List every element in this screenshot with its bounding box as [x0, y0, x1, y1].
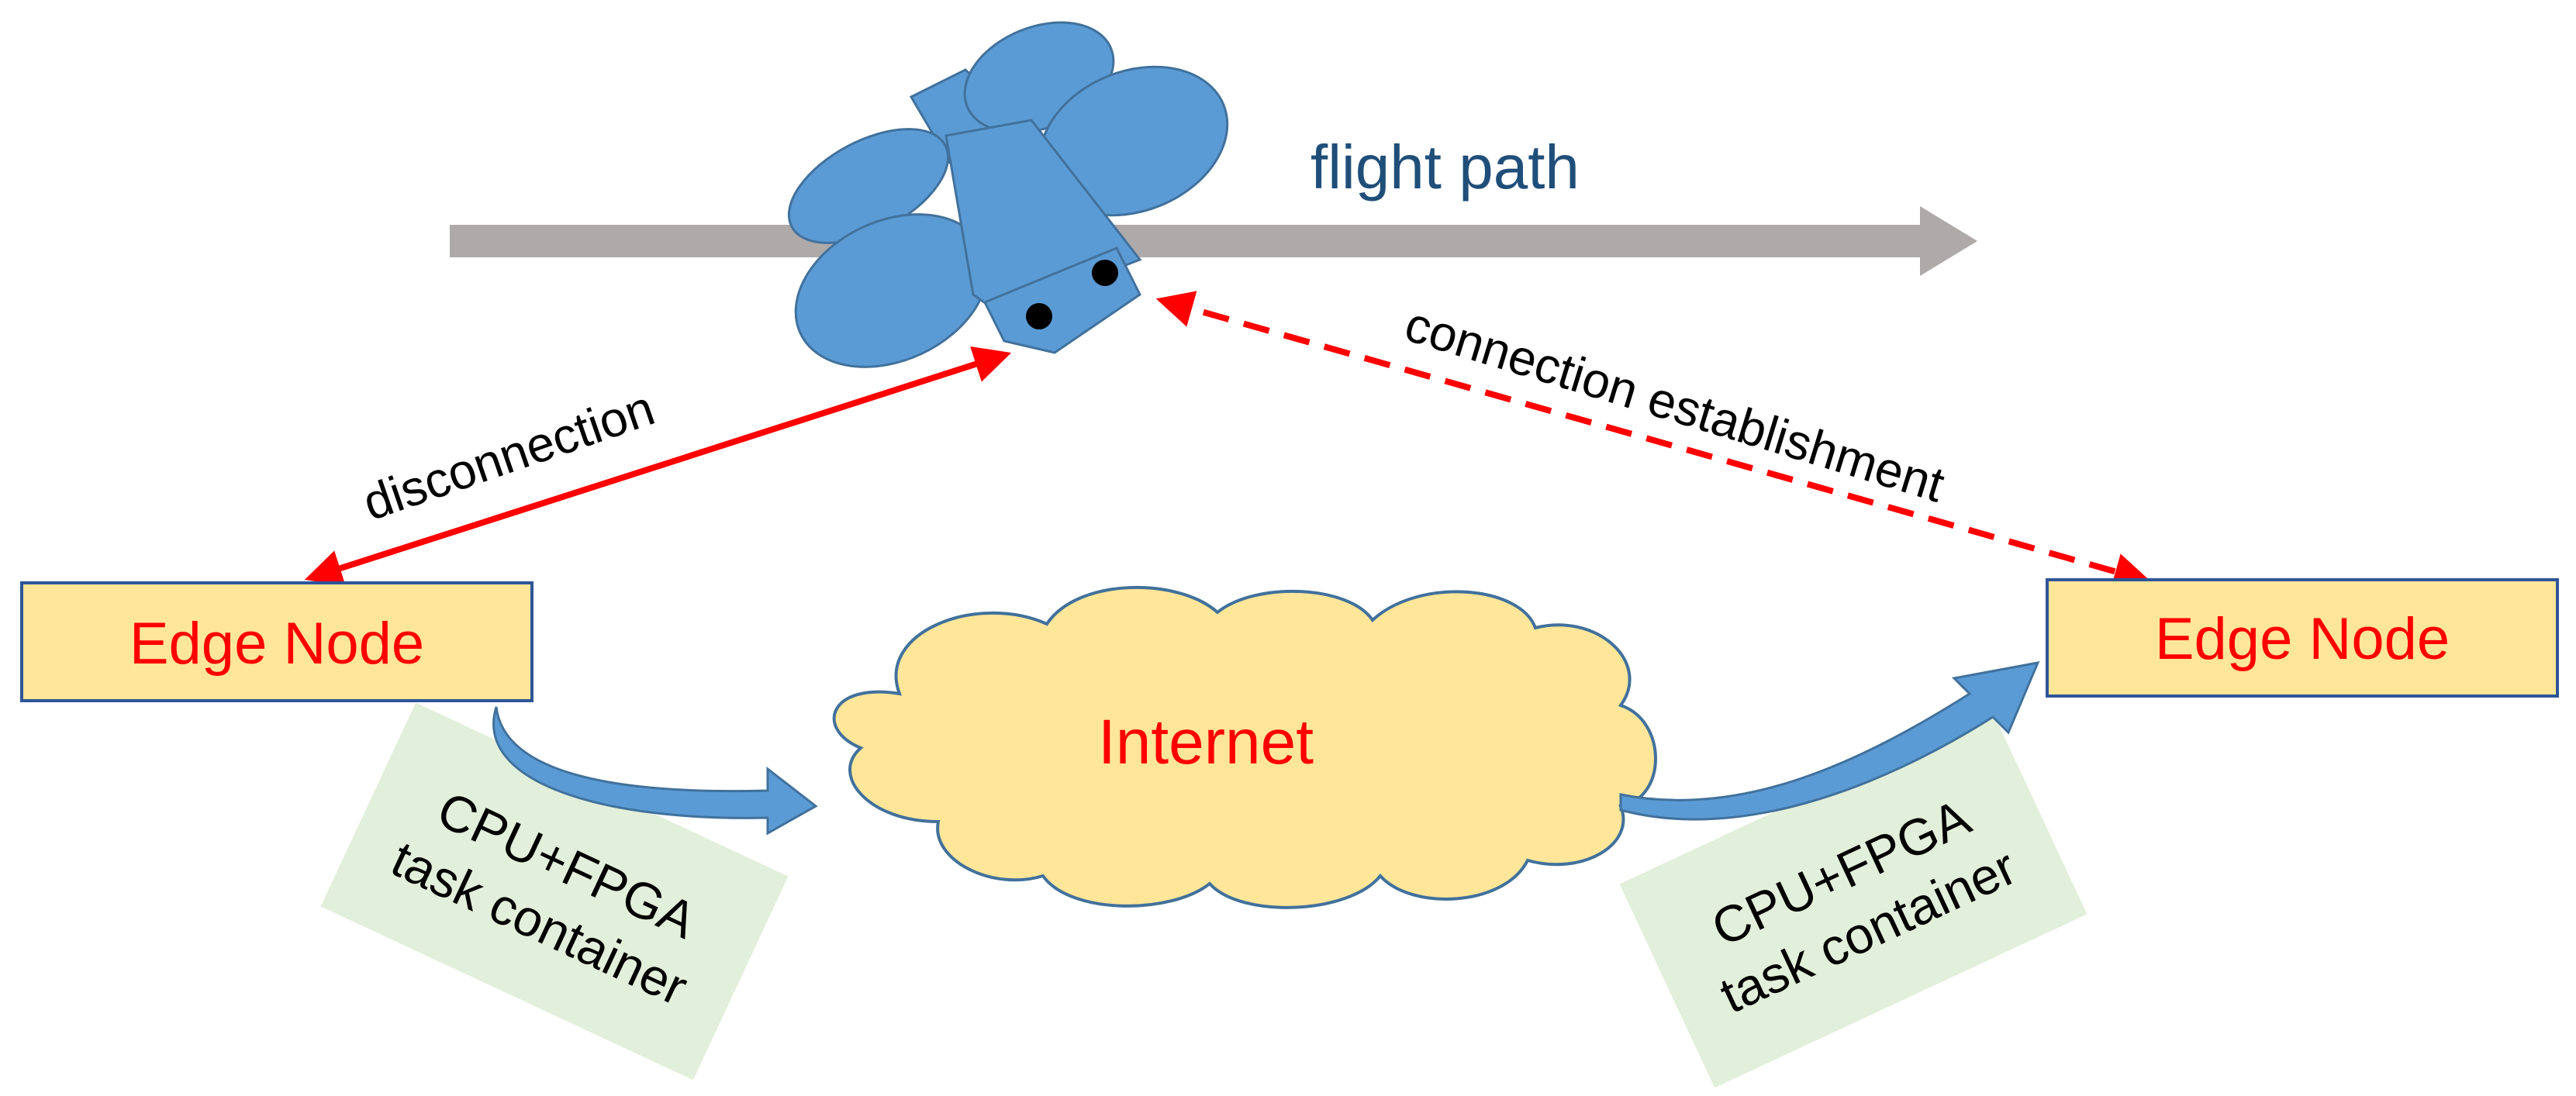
internet-label: Internet: [1098, 707, 1314, 777]
migration-arrow-left: [492, 706, 818, 836]
migration-arrow-right: [1619, 661, 2040, 821]
flight-path-label: flight path: [1310, 133, 1580, 202]
flight-path-arrow: [450, 206, 1977, 276]
connection-establishment-label: connection establishment: [1399, 296, 1951, 513]
connection-establishment-link: [1155, 291, 2152, 590]
disconnection-link: [304, 346, 1012, 587]
satellite-icon: [787, 21, 1229, 368]
edge-node-right: Edge Node: [2046, 578, 2559, 698]
edge-node-right-label: Edge Node: [2155, 606, 2450, 672]
edge-node-left-label: Edge Node: [129, 611, 424, 677]
disconnection-label: disconnection: [356, 380, 661, 531]
internet-cloud: Internet: [832, 585, 1657, 909]
edge-node-left: Edge Node: [20, 581, 534, 702]
task-container-left: CPU+FPGA task container: [320, 702, 789, 1080]
